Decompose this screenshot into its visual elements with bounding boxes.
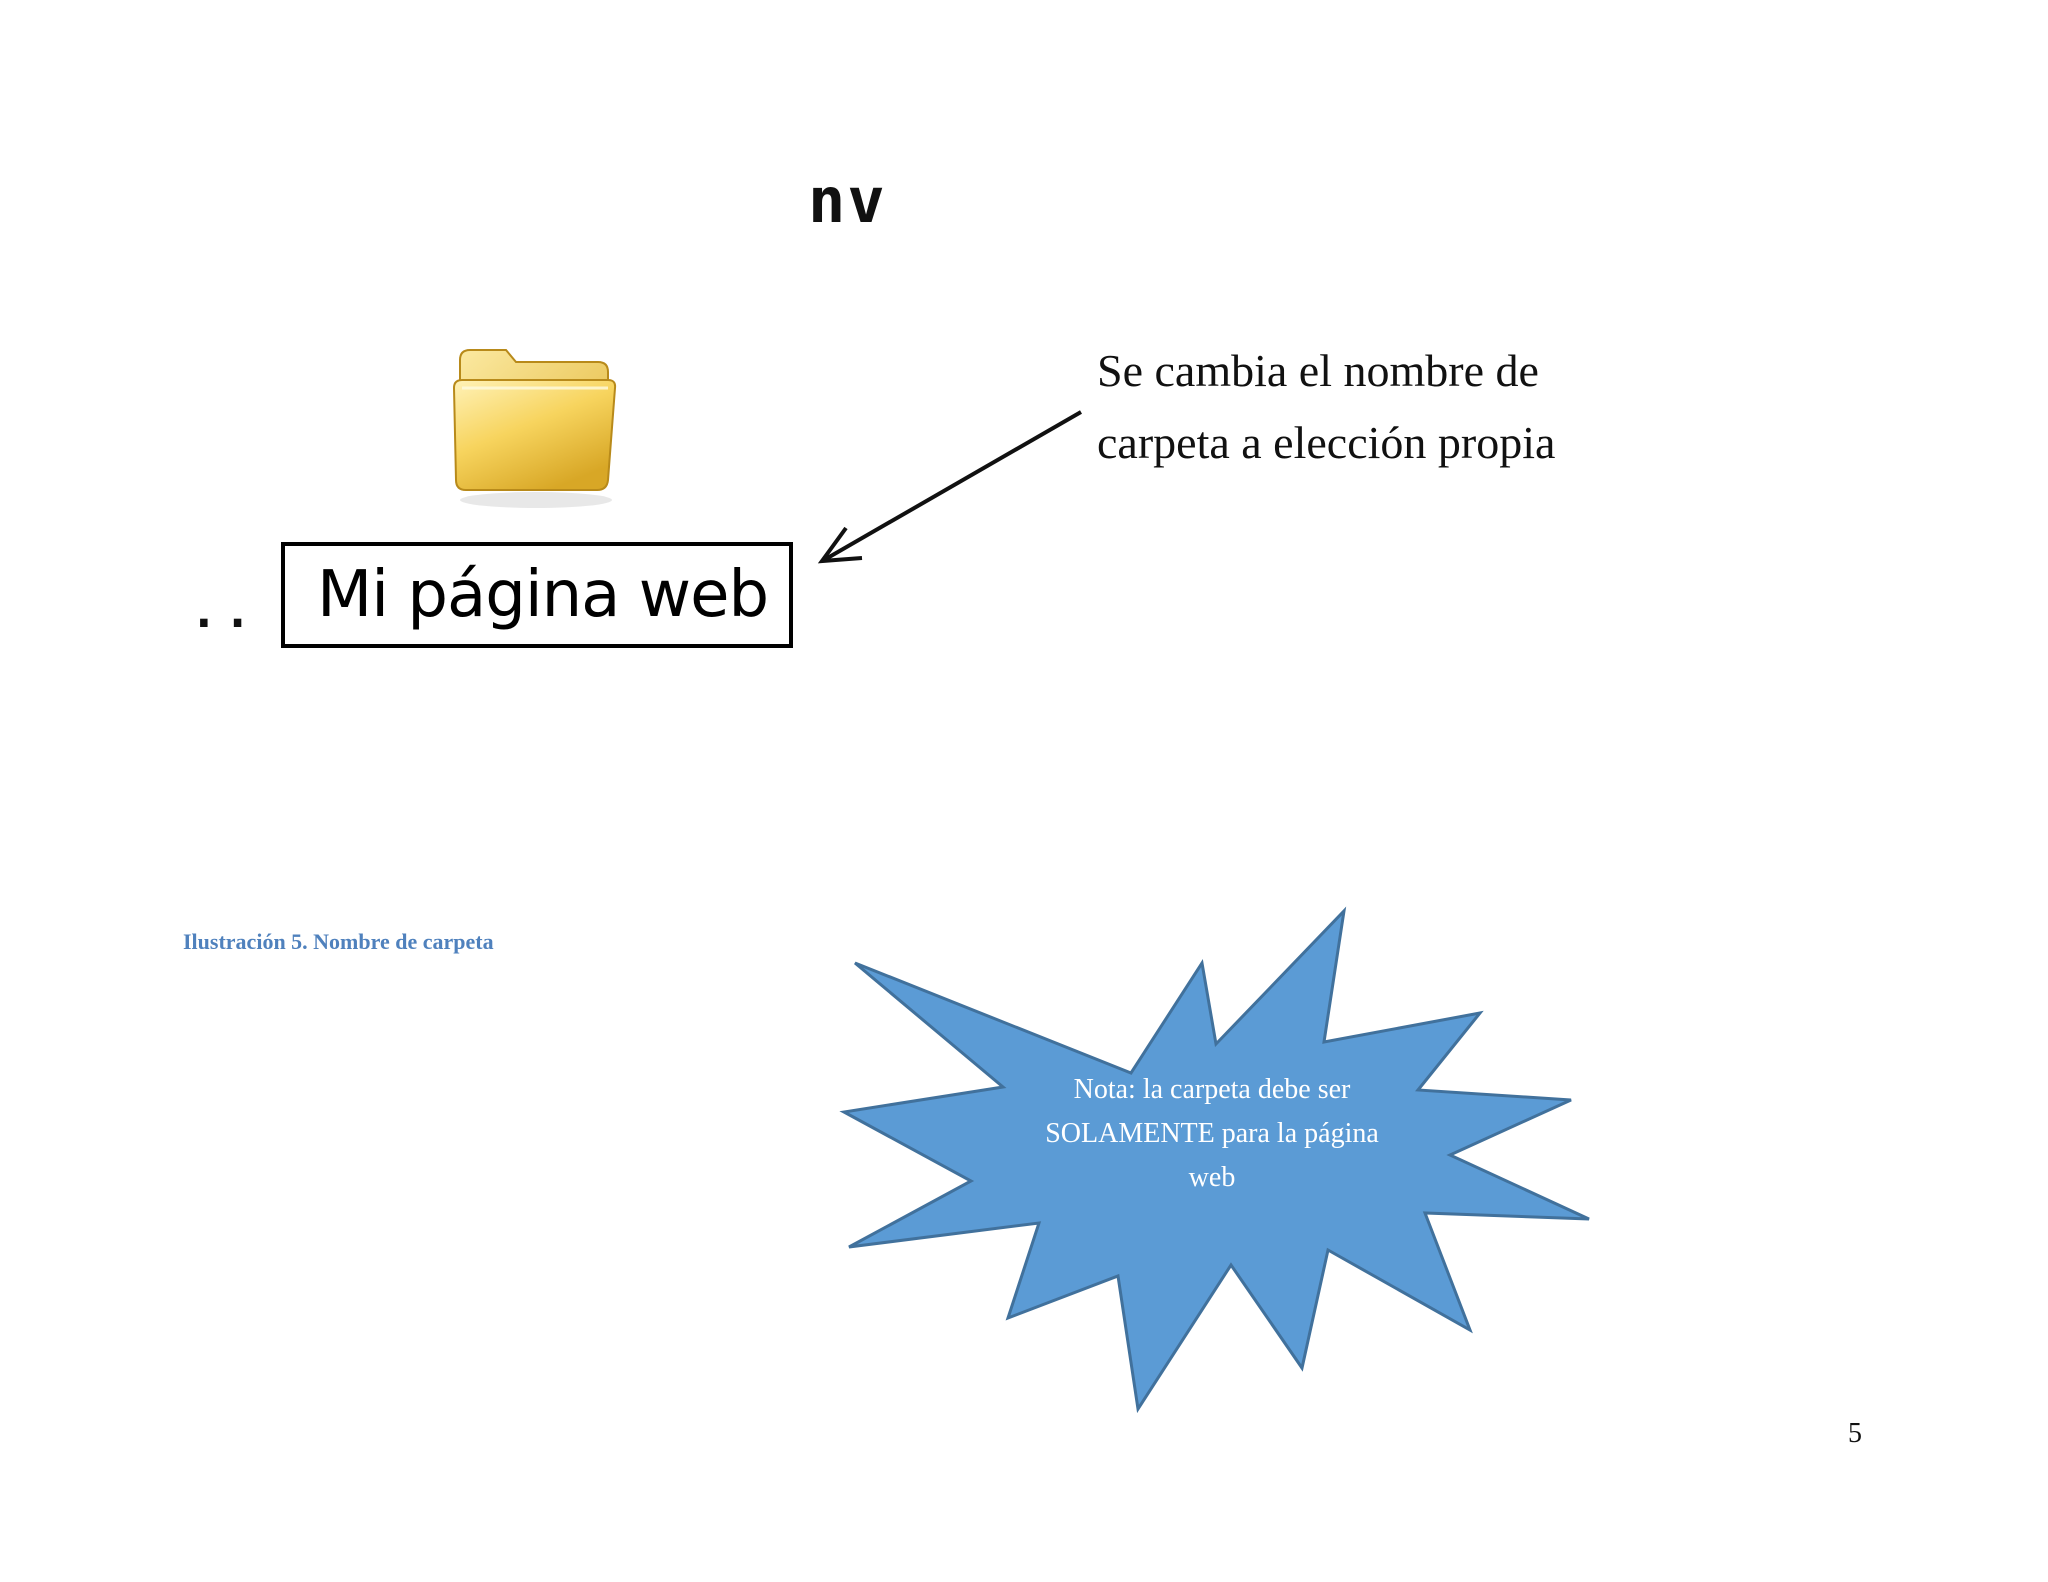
note-text: Nota: la carpeta debe ser SOLAMENTE para… [1012,1068,1412,1200]
folder-name-text: Mi página web [317,558,769,632]
folder-icon [452,349,617,508]
callout-line: carpeta a elección propia [1097,417,1556,468]
note-line: Nota: la carpeta debe ser [1073,1074,1351,1105]
callout-text: Se cambia el nombre de carpeta a elecció… [1097,335,1657,479]
note-line: web [1188,1162,1236,1193]
note-line: SOLAMENTE para la página [1045,1118,1379,1149]
parent-dots: .. [190,584,258,638]
callout-line: Se cambia el nombre de [1097,345,1539,396]
header-fragment: nv [808,164,887,237]
arrow-icon [817,410,1082,564]
folder-name-input[interactable]: Mi página web [281,542,793,648]
page-number: 5 [1848,1418,1862,1449]
figure-caption: Ilustración 5. Nombre de carpeta [183,929,494,954]
